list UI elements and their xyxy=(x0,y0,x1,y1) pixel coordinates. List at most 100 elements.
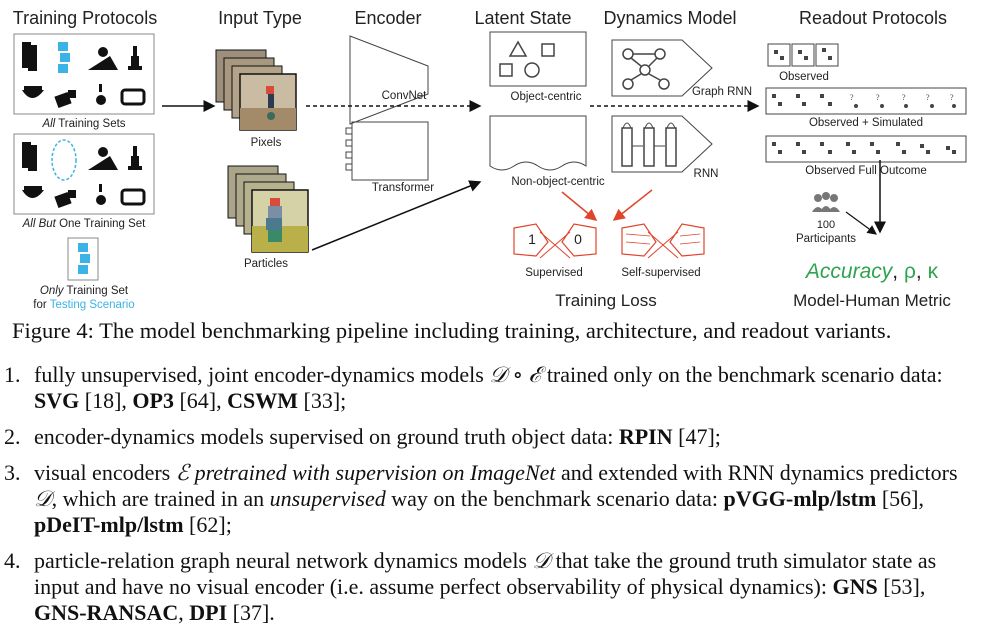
encoder-transformer-label: Transformer xyxy=(372,182,434,194)
latent-object-centric-label: Object-centric xyxy=(511,91,582,103)
model-name: pDeIT-mlp/lstm xyxy=(34,512,184,537)
model-name: OP3 xyxy=(132,388,174,413)
svg-text:?: ? xyxy=(850,93,854,102)
non-object-centric-latent-shape xyxy=(489,115,587,171)
arrow-latent-to-loss xyxy=(561,191,598,221)
header-training-protocols: Training Protocols xyxy=(13,8,157,28)
latent-non-object-centric-label: Non-object-centric xyxy=(511,176,605,188)
arrow-dynamics-to-loss xyxy=(612,189,653,221)
readout-observed-simulated-frames: ? ? ? ? ? xyxy=(765,87,967,115)
list-number: 3. xyxy=(4,460,21,485)
citation: [53], xyxy=(877,574,926,599)
text: particle-relation graph neural network d… xyxy=(34,548,533,573)
self-supervised-flags-icon xyxy=(621,223,705,259)
svg-text:?: ? xyxy=(950,93,954,102)
arrow-participants-to-metric xyxy=(845,211,877,235)
participants-icon xyxy=(812,192,840,212)
text: fully unsupervised, joint encoder-dynami… xyxy=(34,362,490,387)
citation: [18], xyxy=(79,388,133,413)
svg-text:?: ? xyxy=(876,93,880,102)
readout-observed-simulated-label: Observed + Simulated xyxy=(809,117,923,129)
model-name: GNS-RANSAC xyxy=(34,600,179,625)
metric-symbols: Accuracy, ρ, κ xyxy=(804,260,939,283)
training-for-testing-label: for Testing Scenario xyxy=(33,299,134,311)
citation: [33]; xyxy=(298,388,347,413)
header-input-type: Input Type xyxy=(218,8,302,28)
text: that take the ground truth simulator sta… xyxy=(34,548,937,599)
input-pixels-label: Pixels xyxy=(251,137,282,149)
arrow-particles-to-latent xyxy=(311,180,482,251)
emphasis: unsupervised xyxy=(269,486,386,511)
loss-self-supervised-label: Self-supervised xyxy=(621,267,700,279)
model-name: CSWM xyxy=(227,388,299,413)
supervised-flags-icon xyxy=(513,223,597,259)
citation: [37]. xyxy=(227,600,275,625)
svg-text:?: ? xyxy=(902,93,906,102)
figure-caption: Figure 4: The model benchmarking pipelin… xyxy=(12,318,892,343)
citation: , xyxy=(178,600,190,625)
particles-frames-image xyxy=(227,165,309,253)
training-all-label: All Training Sets xyxy=(41,118,125,130)
encoder-convnet-label: ConvNet xyxy=(382,90,428,102)
citation: [56], xyxy=(876,486,924,511)
list-number: 2. xyxy=(4,424,21,449)
model-name: SVG xyxy=(34,388,80,413)
training-all-but-one-label: All But One Training Set xyxy=(22,218,147,230)
model-name: pVGG-mlp/lstm xyxy=(723,486,877,511)
text: and extended with RNN dynamics predictor… xyxy=(555,460,958,485)
svg-text:?: ? xyxy=(926,93,930,102)
dynamics-graph-rnn-label: Graph RNN xyxy=(692,86,752,98)
list-item: 2. encoder-dynamics models supervised on … xyxy=(0,424,964,450)
math-symbol: 𝒟 xyxy=(532,548,551,573)
training-only-label: Only Training Set xyxy=(40,285,129,297)
emphasis: pretrained with supervision on ImageNet xyxy=(189,460,556,485)
flag-zero-label: 0 xyxy=(574,231,582,247)
list-number: 1. xyxy=(4,362,21,387)
math-symbol: 𝒟 xyxy=(34,486,52,511)
flag-one-label: 1 xyxy=(528,231,536,247)
readout-full-outcome-label: Observed Full Outcome xyxy=(805,165,926,177)
list-item: 1. fully unsupervised, joint encoder-dyna… xyxy=(0,362,964,414)
transformer-encoder-shape xyxy=(345,121,429,181)
citation: [62]; xyxy=(183,512,232,537)
readout-full-outcome-frames xyxy=(765,135,967,163)
text: , which are trained in an xyxy=(51,486,270,511)
model-list: 1. fully unsupervised, joint encoder-dyna… xyxy=(0,362,983,636)
graph-rnn-dynamics-shape xyxy=(611,39,713,97)
text: visual encoders xyxy=(34,460,176,485)
header-latent-state: Latent State xyxy=(474,8,571,28)
training-set-only-icon xyxy=(67,237,99,281)
list-number: 4. xyxy=(4,548,21,573)
pipeline-figure: Training Protocols Input Type Encoder La… xyxy=(13,8,967,311)
header-encoder: Encoder xyxy=(354,8,421,28)
metric-title: Model-Human Metric xyxy=(793,291,951,310)
participants-count: 100 xyxy=(817,219,835,231)
citation: [47]; xyxy=(672,424,721,449)
text: encoder-dynamics models supervised on gr… xyxy=(34,424,619,449)
input-particles-label: Particles xyxy=(244,258,288,270)
loss-supervised-label: Supervised xyxy=(525,267,583,279)
training-set-all-icons xyxy=(13,33,155,115)
model-name: DPI xyxy=(189,600,228,625)
pixels-frames-image xyxy=(215,49,297,131)
list-item: 3. visual encoders ℰ pretrained with supe… xyxy=(0,460,964,538)
training-loss-title: Training Loss xyxy=(555,291,656,310)
object-centric-latent-shape xyxy=(489,31,587,87)
readout-observed-label: Observed xyxy=(779,71,829,83)
header-readout-protocols: Readout Protocols xyxy=(799,8,947,28)
text: trained only on the benchmark scenario d… xyxy=(541,362,943,387)
citation: [64], xyxy=(173,388,228,413)
dynamics-rnn-label: RNN xyxy=(694,168,719,180)
text: way on the benchmark scenario data: xyxy=(385,486,724,511)
convnet-encoder-shape xyxy=(349,35,429,125)
header-dynamics-model: Dynamics Model xyxy=(603,8,736,28)
rnn-dynamics-shape xyxy=(611,115,713,173)
math-symbol: ℰ xyxy=(175,460,190,485)
model-name: GNS xyxy=(832,574,878,599)
readout-observed-frames xyxy=(767,43,839,67)
math-symbol: 𝒟 ∘ ℰ xyxy=(489,362,542,387)
list-item: 4. particle-relation graph neural network… xyxy=(0,548,964,626)
model-name: RPIN xyxy=(618,424,673,449)
training-set-all-but-one-icons xyxy=(13,133,155,215)
participants-label: Participants xyxy=(796,233,856,245)
